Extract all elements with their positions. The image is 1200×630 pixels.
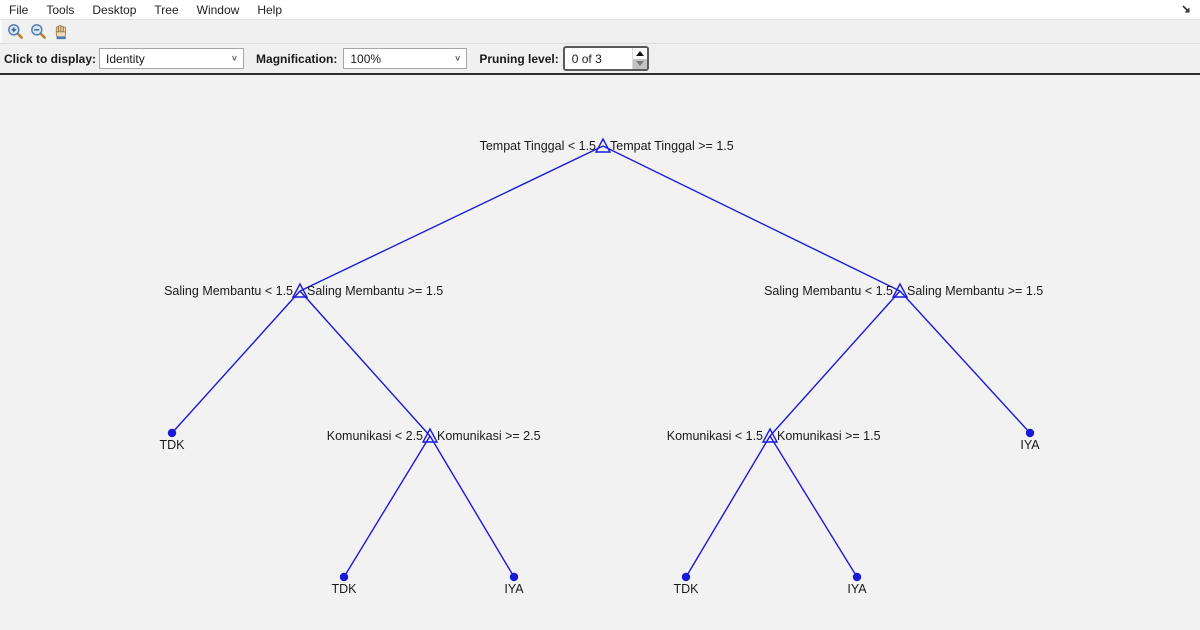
tree-edge (299, 145, 604, 292)
pan-hand-icon (55, 24, 66, 40)
split-node-triangle-icon[interactable] (891, 282, 909, 298)
menu-item-window[interactable]: Window (196, 2, 240, 17)
zoom-out-icon (31, 24, 46, 39)
leaf-node-dot[interactable] (1025, 428, 1035, 438)
tree-edge (685, 435, 771, 578)
arrow-up-icon (635, 50, 644, 56)
spinner-up-button[interactable] (632, 48, 647, 59)
chevron-down-icon: ∨ (230, 53, 239, 63)
leaf-label: TDK (332, 582, 358, 596)
split-label-right[interactable]: Komunikasi >= 2.5 (437, 429, 541, 443)
tree-edge (343, 435, 431, 578)
tree-edge (769, 290, 901, 437)
split-node-triangle-icon[interactable] (291, 282, 309, 298)
tree-edge (899, 290, 1031, 434)
split-node-triangle-icon[interactable] (594, 137, 612, 153)
leaf-node-dot[interactable] (852, 572, 862, 582)
split-label-left[interactable]: Komunikasi < 2.5 (327, 429, 423, 443)
leaf-node-dot[interactable] (681, 572, 691, 582)
leaf-label: TDK (674, 582, 700, 596)
leaf-node-dot[interactable] (167, 428, 177, 438)
menu-item-help[interactable]: Help (257, 2, 282, 17)
leaf-node-dot[interactable] (339, 572, 349, 582)
spinner-down-button[interactable] (632, 58, 647, 69)
split-label-left[interactable]: Tempat Tinggal < 1.5 (480, 139, 596, 153)
click-to-display-select[interactable]: Identity ∨ (99, 48, 245, 69)
split-label-right[interactable]: Tempat Tinggal >= 1.5 (610, 139, 734, 153)
decision-tree: Tempat Tinggal < 1.5 Tempat Tinggal >= 1.… (160, 137, 1043, 596)
pruning-level-value: 0 of 3 (571, 51, 602, 66)
control-bar: Click to display: Identity ∨ Magnificati… (0, 44, 1200, 75)
tree-canvas[interactable]: Tempat Tinggal < 1.5 Tempat Tinggal >= 1.… (0, 75, 1200, 630)
menu-items: File Tools Desktop Tree Window Help (0, 1, 291, 19)
zoom-in-icon (8, 24, 23, 39)
pruning-level-label: Pruning level: (479, 51, 559, 66)
dock-arrow-icon[interactable] (1180, 3, 1193, 16)
toolbar (0, 20, 1200, 44)
arrow-down-icon (635, 61, 644, 67)
leaf-label: TDK (160, 438, 186, 452)
zoom-in-button[interactable] (5, 22, 26, 42)
split-label-left[interactable]: Saling Membantu < 1.5 (764, 284, 893, 298)
spinner-buttons (631, 48, 647, 69)
pan-button[interactable] (51, 22, 72, 42)
leaf-node-dot[interactable] (509, 572, 519, 582)
menu-item-file[interactable]: File (9, 2, 29, 17)
zoom-out-button[interactable] (28, 22, 49, 42)
leaf-label: IYA (847, 582, 867, 596)
pruning-level-spinner[interactable]: 0 of 3 (562, 46, 649, 71)
leaf-label: IYA (504, 582, 524, 596)
chevron-down-icon: ∨ (454, 53, 462, 63)
split-node-triangle-icon[interactable] (761, 427, 779, 443)
tree-edge (602, 145, 901, 292)
click-to-display-value: Identity (106, 51, 145, 66)
menu-item-desktop[interactable]: Desktop (92, 2, 137, 17)
menu-item-tree[interactable]: Tree (154, 2, 179, 17)
tree-edge (429, 435, 515, 578)
magnification-select[interactable]: 100% ∨ (343, 48, 468, 69)
split-label-left[interactable]: Saling Membantu < 1.5 (164, 284, 293, 298)
tree-edge (171, 290, 301, 434)
menu-item-tools[interactable]: Tools (46, 2, 75, 17)
menu-bar: File Tools Desktop Tree Window Help (0, 0, 1200, 20)
split-label-right[interactable]: Komunikasi >= 1.5 (777, 429, 881, 443)
tree-edge (769, 435, 858, 578)
click-to-display-label: Click to display: (4, 51, 97, 66)
split-node-triangle-icon[interactable] (421, 427, 439, 443)
split-label-left[interactable]: Komunikasi < 1.5 (667, 429, 763, 443)
magnification-label: Magnification: (256, 51, 338, 66)
magnification-value: 100% (350, 51, 382, 66)
split-label-right[interactable]: Saling Membantu >= 1.5 (907, 284, 1043, 298)
tree-edge (299, 290, 431, 437)
leaf-label: IYA (1020, 438, 1040, 452)
split-label-right[interactable]: Saling Membantu >= 1.5 (307, 284, 443, 298)
